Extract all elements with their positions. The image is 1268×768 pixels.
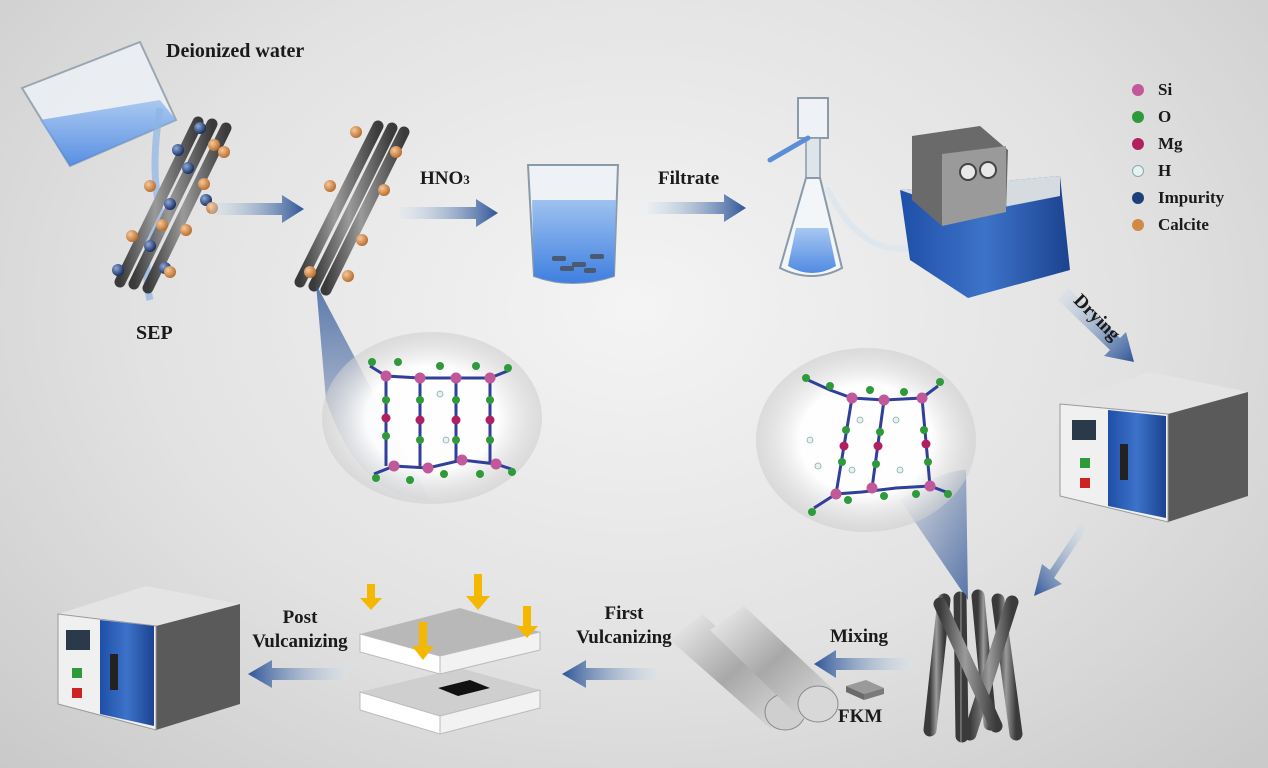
two-roll-mill-icon [670, 606, 839, 731]
legend-label-h: H [1158, 160, 1172, 180]
drying-oven-icon [1059, 372, 1248, 523]
press-arrows [360, 574, 538, 660]
treated-rods-icon [294, 120, 410, 296]
legend-swatch-si [1132, 83, 1144, 96]
fkm-block-icon [846, 680, 884, 700]
sep-label: SEP [136, 322, 173, 344]
legend-item-o: O [1130, 103, 1224, 130]
post-vulcanizing-line2: Vulcanizing [252, 631, 348, 652]
flow-arrow-3 [648, 194, 746, 222]
post-cure-oven-icon [57, 586, 240, 731]
legend-label-mg: Mg [1158, 133, 1183, 153]
legend-swatch-impurity [1132, 191, 1144, 204]
zoom-circle-left [322, 332, 542, 504]
post-vulcanizing-label: Post Vulcanizing [240, 606, 360, 654]
post-vulcanizing-line1: Post [282, 607, 318, 628]
press-mold-icon [359, 574, 541, 735]
flow-arrow-to-rods [1034, 522, 1086, 596]
legend-item-si: Si [1130, 76, 1224, 103]
mixing-label: Mixing [830, 626, 889, 647]
flow-arrow-2 [400, 199, 498, 227]
filter-flask-icon [767, 97, 913, 277]
first-vulcanizing-line2: Vulcanizing [576, 627, 672, 648]
first-vulcanizing-label: First Vulcanizing [568, 602, 680, 650]
flow-arrow-drying [1058, 288, 1134, 362]
hno3-label: HNO3 [420, 168, 470, 190]
legend-label-calcite: Calcite [1158, 214, 1209, 234]
pouring-beaker-icon [20, 40, 178, 301]
fkm-label: FKM [838, 706, 883, 727]
hno3-text: HNO [420, 168, 464, 189]
legend-item-calcite: Calcite [1130, 211, 1224, 238]
legend-label-o: O [1158, 106, 1172, 126]
legend-item-impurity: Impurity [1130, 184, 1224, 211]
legend-label-impurity: Impurity [1158, 187, 1225, 207]
legend-swatch-h [1132, 164, 1144, 177]
legend-item-h: H [1130, 157, 1224, 184]
legend-swatch-calcite [1132, 218, 1144, 231]
vacuum-pump-icon [900, 126, 1070, 298]
deionized-water-label: Deionized water [166, 40, 305, 62]
flow-arrow-post-vulcanizing [248, 660, 348, 688]
zoom-circle-right [756, 348, 976, 532]
legend-swatch-mg [1132, 137, 1144, 150]
flow-arrow-1 [210, 195, 304, 223]
first-vulcanizing-line1: First [604, 603, 644, 624]
legend-item-mg: Mg [1130, 130, 1224, 157]
flow-arrow-first-vulcanizing [562, 660, 660, 688]
filtrate-label: Filtrate [658, 168, 720, 189]
legend: Si O Mg H Impurity Calcite [1130, 76, 1224, 238]
legend-label-si: Si [1158, 79, 1173, 99]
hno3-subscript: 3 [463, 172, 470, 187]
sep-rods-icon [112, 116, 232, 294]
flow-arrow-mixing [814, 650, 912, 678]
legend-swatch-o [1132, 110, 1144, 123]
acid-beaker-icon [526, 164, 620, 284]
mixed-rods-icon [923, 589, 1023, 743]
